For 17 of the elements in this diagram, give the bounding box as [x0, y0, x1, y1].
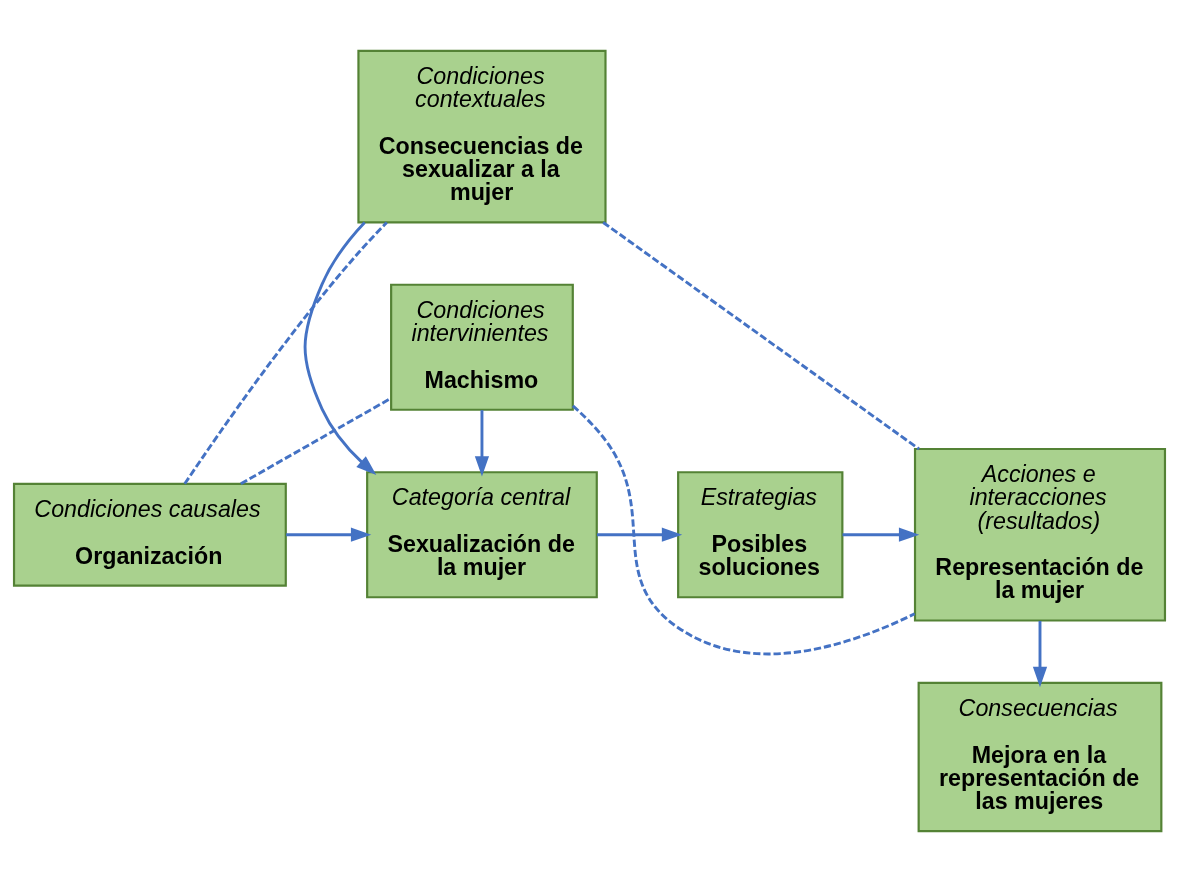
- connector: [240, 396, 392, 485]
- connector: [183, 220, 388, 485]
- node-box: Condiciones contextuales Consecuencias de sexualizar a la mujer: [357, 49, 607, 223]
- connector: [602, 220, 920, 450]
- arrow: [1032, 620, 1048, 687]
- arrow: [474, 409, 490, 477]
- node-box: Consecuencias Mejora en la representación de las mujeres: [917, 681, 1163, 832]
- arrow: [842, 527, 920, 542]
- connector: [571, 404, 916, 655]
- node-box: Acciones e interacciones (resultados) Representación de la mujer: [913, 447, 1167, 622]
- node-box: Estrategias Posibles soluciones: [677, 470, 844, 598]
- node-box: Categoría central Sexualización de la mujer: [366, 470, 598, 598]
- node-box: Condiciones intervinientes Machismo: [390, 283, 574, 411]
- arrow: [597, 527, 683, 542]
- arrow: [286, 527, 372, 542]
- node-box: Condiciones causales Organización: [12, 482, 287, 587]
- arrow: [303, 220, 377, 475]
